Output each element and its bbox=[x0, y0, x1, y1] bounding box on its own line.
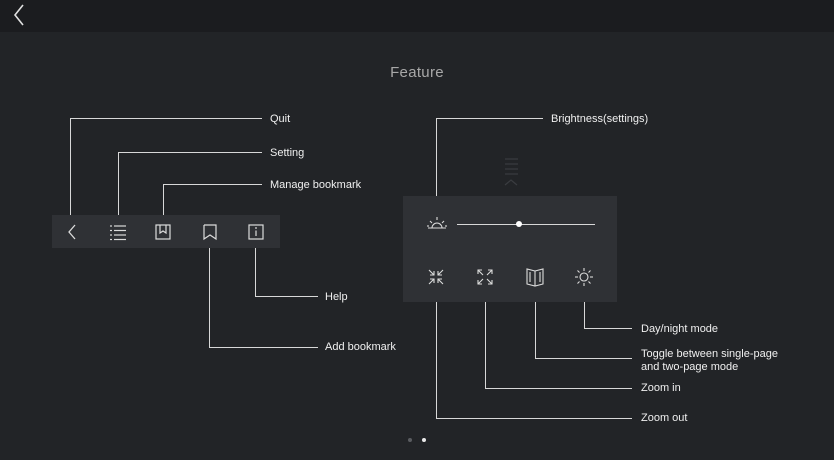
faded-menu-icon bbox=[504, 158, 518, 186]
zoom-in-label: Zoom in bbox=[641, 382, 681, 394]
quit-label: Quit bbox=[270, 113, 291, 125]
zoom-in-icon[interactable] bbox=[475, 267, 495, 287]
zoom-out-label: Zoom out bbox=[641, 412, 688, 424]
info-icon[interactable] bbox=[246, 222, 266, 242]
brightness-label: Brightness(settings) bbox=[551, 113, 649, 125]
book-pages-icon[interactable] bbox=[524, 266, 546, 288]
page-dot-1[interactable] bbox=[408, 438, 412, 442]
add-bookmark-label: Add bookmark bbox=[325, 341, 396, 353]
setting-label: Setting bbox=[270, 147, 305, 159]
reader-toolbar bbox=[52, 215, 280, 248]
bookmark-icon[interactable] bbox=[200, 222, 220, 242]
manage-bookmark-label: Manage bookmark bbox=[270, 179, 362, 191]
help-label: Help bbox=[325, 291, 348, 303]
display-settings-panel bbox=[403, 196, 617, 302]
page-title: Feature bbox=[390, 64, 444, 81]
toggle-page-mode-label-line2: and two-page mode bbox=[641, 361, 739, 373]
back-icon[interactable] bbox=[62, 222, 82, 242]
manage-bookmark-icon[interactable] bbox=[153, 222, 173, 242]
sun-icon[interactable] bbox=[573, 266, 595, 288]
zoom-out-icon[interactable] bbox=[426, 267, 446, 287]
back-button[interactable] bbox=[6, 2, 32, 28]
brightness-icon bbox=[427, 217, 447, 229]
page-dot-2[interactable] bbox=[422, 438, 426, 442]
list-icon[interactable] bbox=[108, 222, 128, 242]
brightness-slider[interactable] bbox=[457, 221, 595, 227]
day-night-label: Day/night mode bbox=[641, 323, 719, 335]
toggle-page-mode-label-line1: Toggle between single-page bbox=[641, 348, 778, 360]
top-bar bbox=[0, 0, 834, 32]
chevron-left-icon bbox=[13, 4, 24, 26]
brightness-slider-thumb[interactable] bbox=[516, 221, 523, 227]
